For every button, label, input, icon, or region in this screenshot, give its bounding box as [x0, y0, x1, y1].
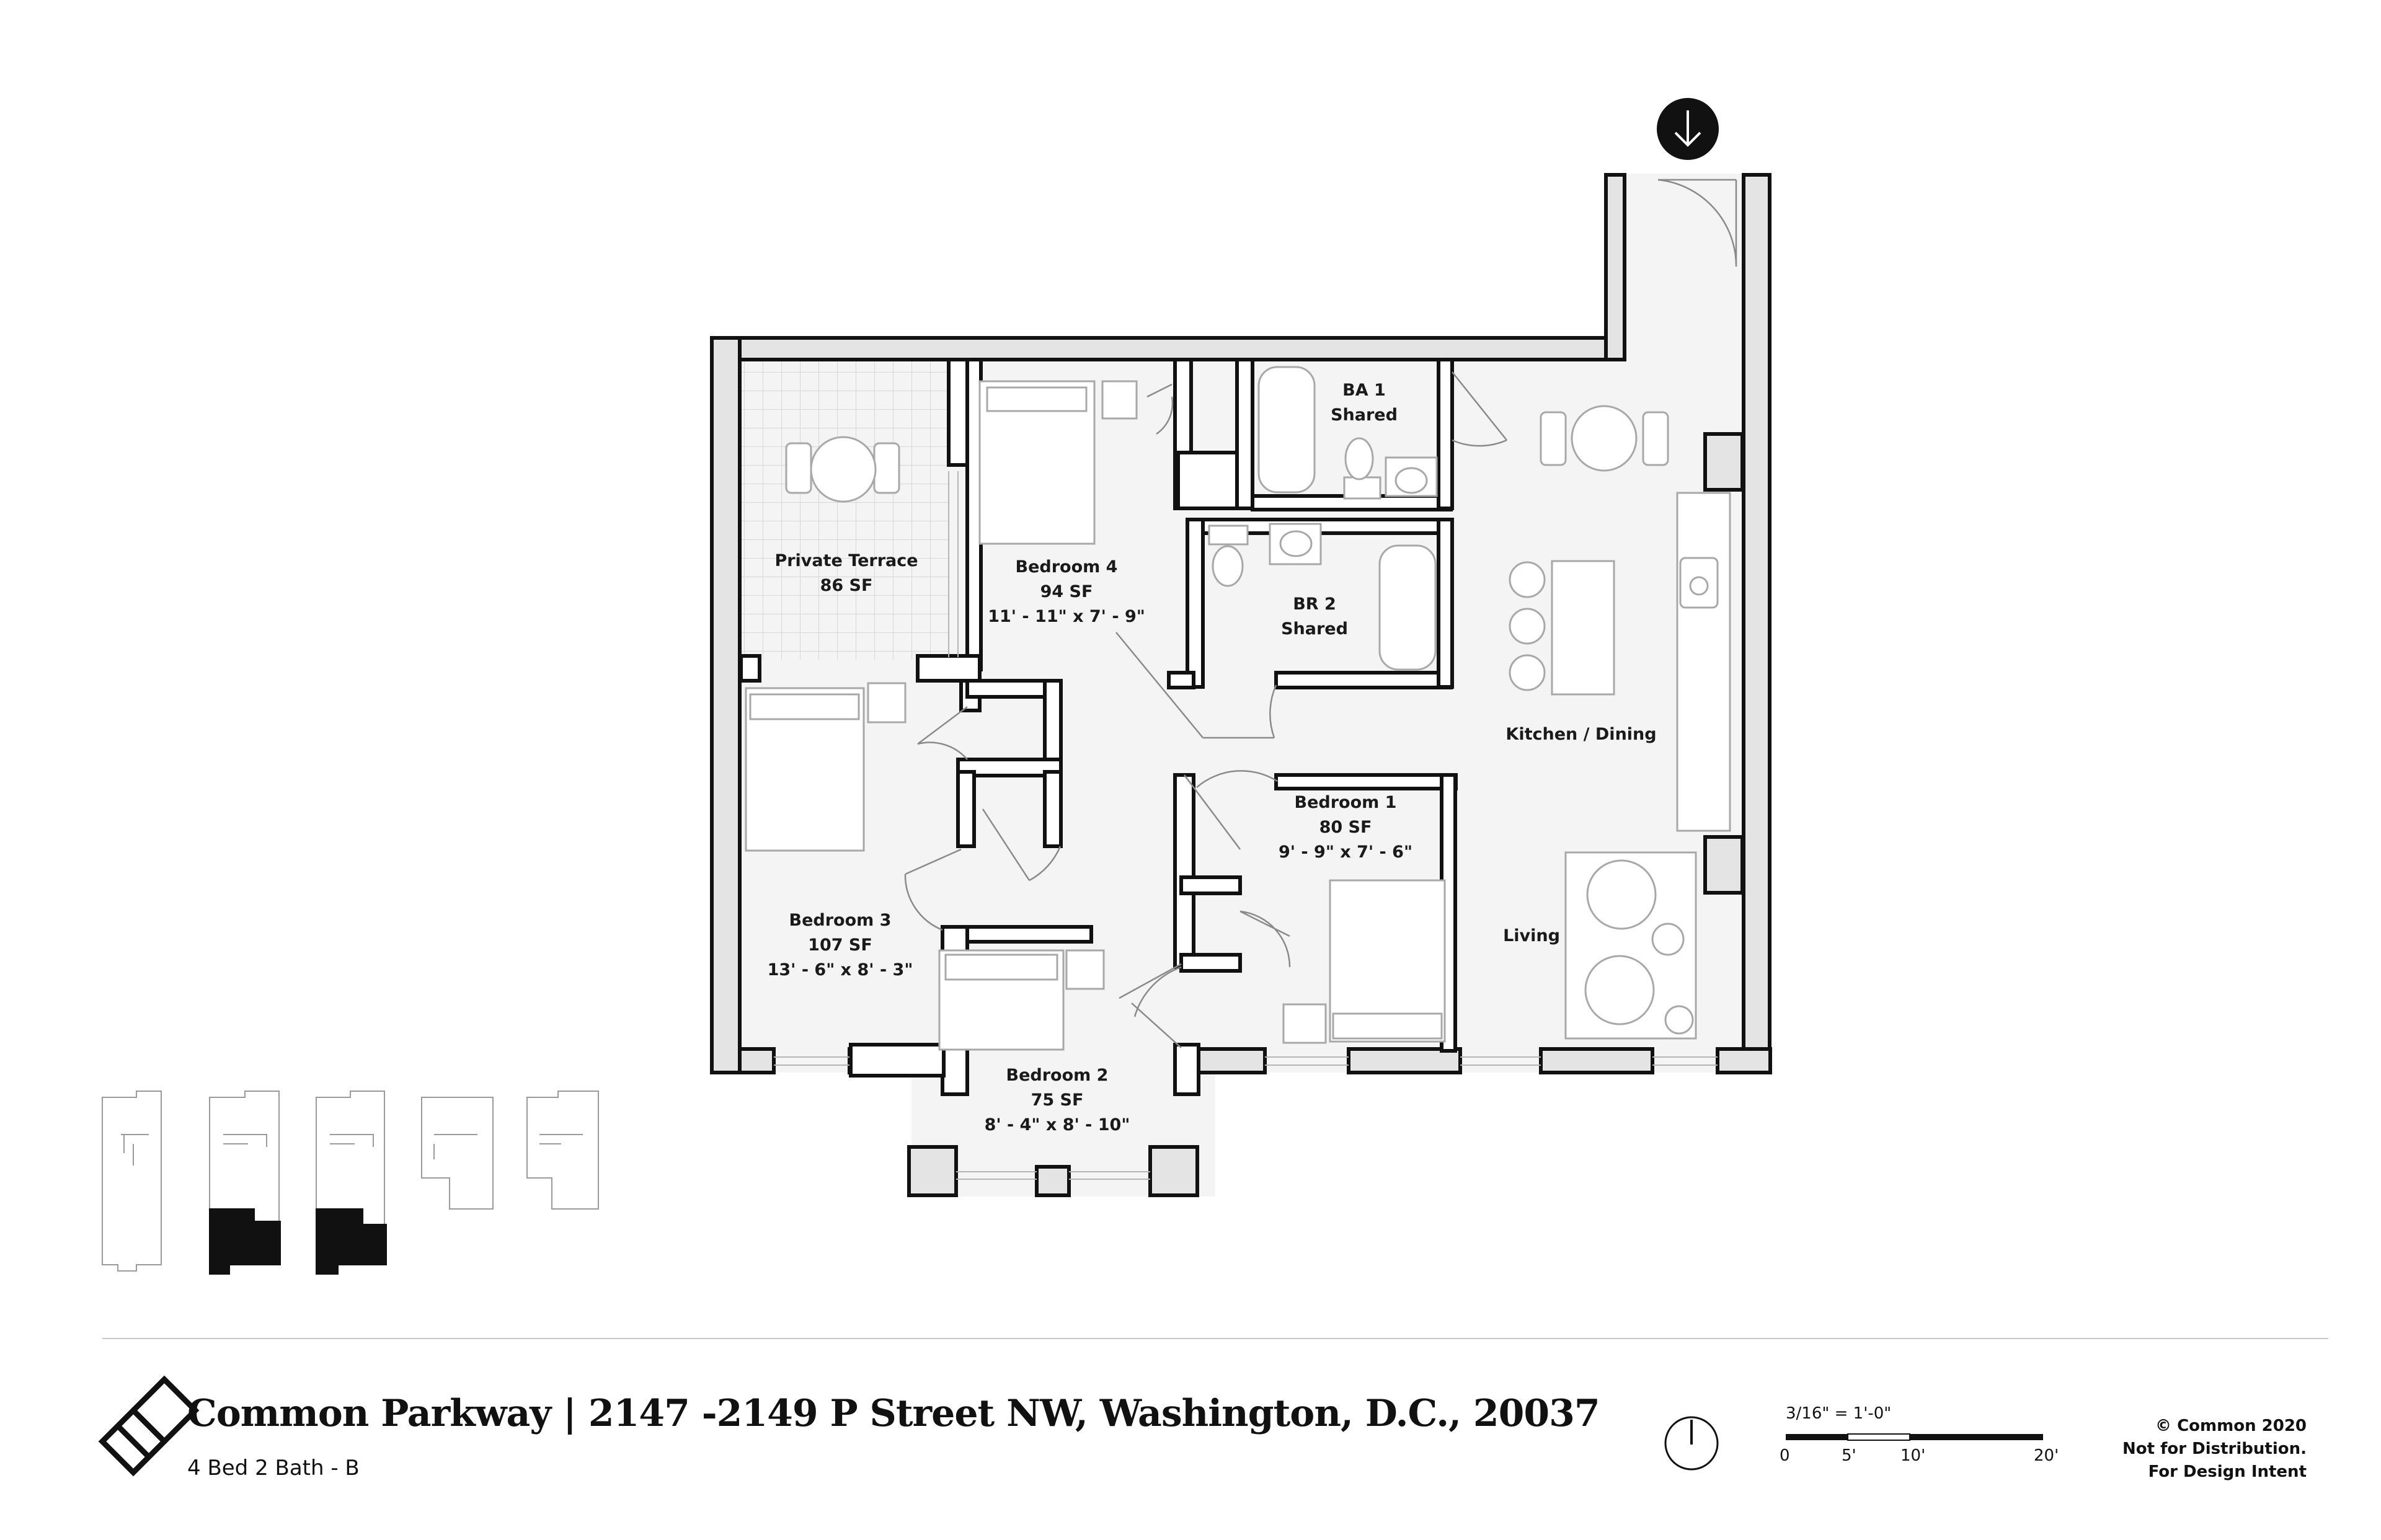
room-label-bedroom1: Bedroom 1 80 SF 9' - 9" x 7' - 6" — [1253, 790, 1439, 865]
credit-line: Not for Distribution. — [2122, 1440, 2307, 1458]
room-area: 107 SF — [808, 936, 872, 955]
scale-tick: 20' — [2034, 1446, 2059, 1465]
room-name: Private Terrace — [774, 551, 918, 570]
interior-walls — [739, 358, 1458, 1096]
room-name: Living — [1503, 926, 1560, 945]
room-label-terrace: Private Terrace 86 SF — [756, 549, 936, 598]
windows — [774, 471, 1718, 1180]
room-dimensions: 13' - 6" x 8' - 3" — [767, 960, 913, 980]
doors — [904, 179, 1737, 1048]
scale-bar — [1786, 1433, 2043, 1441]
room-name: Bedroom 3 — [789, 911, 892, 930]
room-label-bedroom3: Bedroom 3 107 SF 13' - 6" x 8' - 3" — [741, 908, 939, 983]
room-area: 86 SF — [820, 576, 873, 595]
key-plan-2 — [209, 1091, 281, 1275]
room-area: 80 SF — [1319, 818, 1372, 837]
entry-arrow-icon — [1657, 98, 1719, 160]
room-label-kitchen: Kitchen / Dining — [1488, 722, 1674, 747]
exterior-walls — [710, 173, 1772, 1197]
room-subtitle: Shared — [1331, 405, 1398, 425]
room-label-br2: BR 2 Shared — [1253, 592, 1377, 642]
furniture — [745, 366, 1731, 1051]
page-title: Common Parkway | 2147 -2149 P Street NW,… — [187, 1392, 1600, 1435]
room-name: Kitchen / Dining — [1505, 725, 1657, 744]
key-plan-5 — [526, 1091, 599, 1210]
room-area: 94 SF — [1040, 582, 1093, 601]
north-arrow-icon — [1664, 1416, 1719, 1471]
common-logo-icon — [98, 1375, 200, 1477]
room-label-ba1: BA 1 Shared — [1302, 378, 1426, 428]
room-subtitle: Shared — [1281, 619, 1348, 639]
scale-tick: 5' — [1842, 1446, 1856, 1465]
credit-line: For Design Intent — [2148, 1463, 2307, 1481]
room-label-living: Living — [1488, 924, 1575, 949]
key-plan-4 — [421, 1097, 494, 1210]
room-name: Bedroom 4 — [1015, 557, 1118, 577]
room-dimensions: 9' - 9" x 7' - 6" — [1278, 843, 1413, 862]
room-name: Bedroom 1 — [1294, 793, 1397, 812]
key-plan-3 — [316, 1091, 387, 1275]
room-area: 75 SF — [1031, 1091, 1084, 1110]
room-name: BA 1 — [1342, 381, 1386, 400]
key-plans — [102, 1091, 599, 1275]
scale-label: 3/16" = 1'-0" — [1786, 1404, 1892, 1423]
room-name: Bedroom 2 — [1006, 1066, 1109, 1085]
credits: © Common 2020 Not for Distribution. For … — [2122, 1415, 2307, 1484]
room-dimensions: 8' - 4" x 8' - 10" — [984, 1115, 1130, 1135]
credit-line: © Common 2020 — [2155, 1417, 2307, 1435]
key-plan-1 — [102, 1091, 162, 1272]
scale-tick: 0 — [1780, 1446, 1790, 1465]
room-name: BR 2 — [1293, 595, 1336, 614]
key-plan-3-unit — [316, 1208, 387, 1275]
room-label-bedroom2: Bedroom 2 75 SF 8' - 4" x 8' - 10" — [958, 1063, 1156, 1138]
scale-tick: 10' — [1900, 1446, 1926, 1465]
unit-type: 4 Bed 2 Bath - B — [187, 1456, 360, 1480]
room-dimensions: 11' - 11" x 7' - 9" — [988, 607, 1145, 626]
room-label-bedroom4: Bedroom 4 94 SF 11' - 11" x 7' - 9" — [967, 555, 1166, 629]
key-plan-2-unit — [209, 1208, 281, 1275]
terrace-tiles — [741, 355, 949, 660]
footer-divider — [102, 1338, 2328, 1339]
